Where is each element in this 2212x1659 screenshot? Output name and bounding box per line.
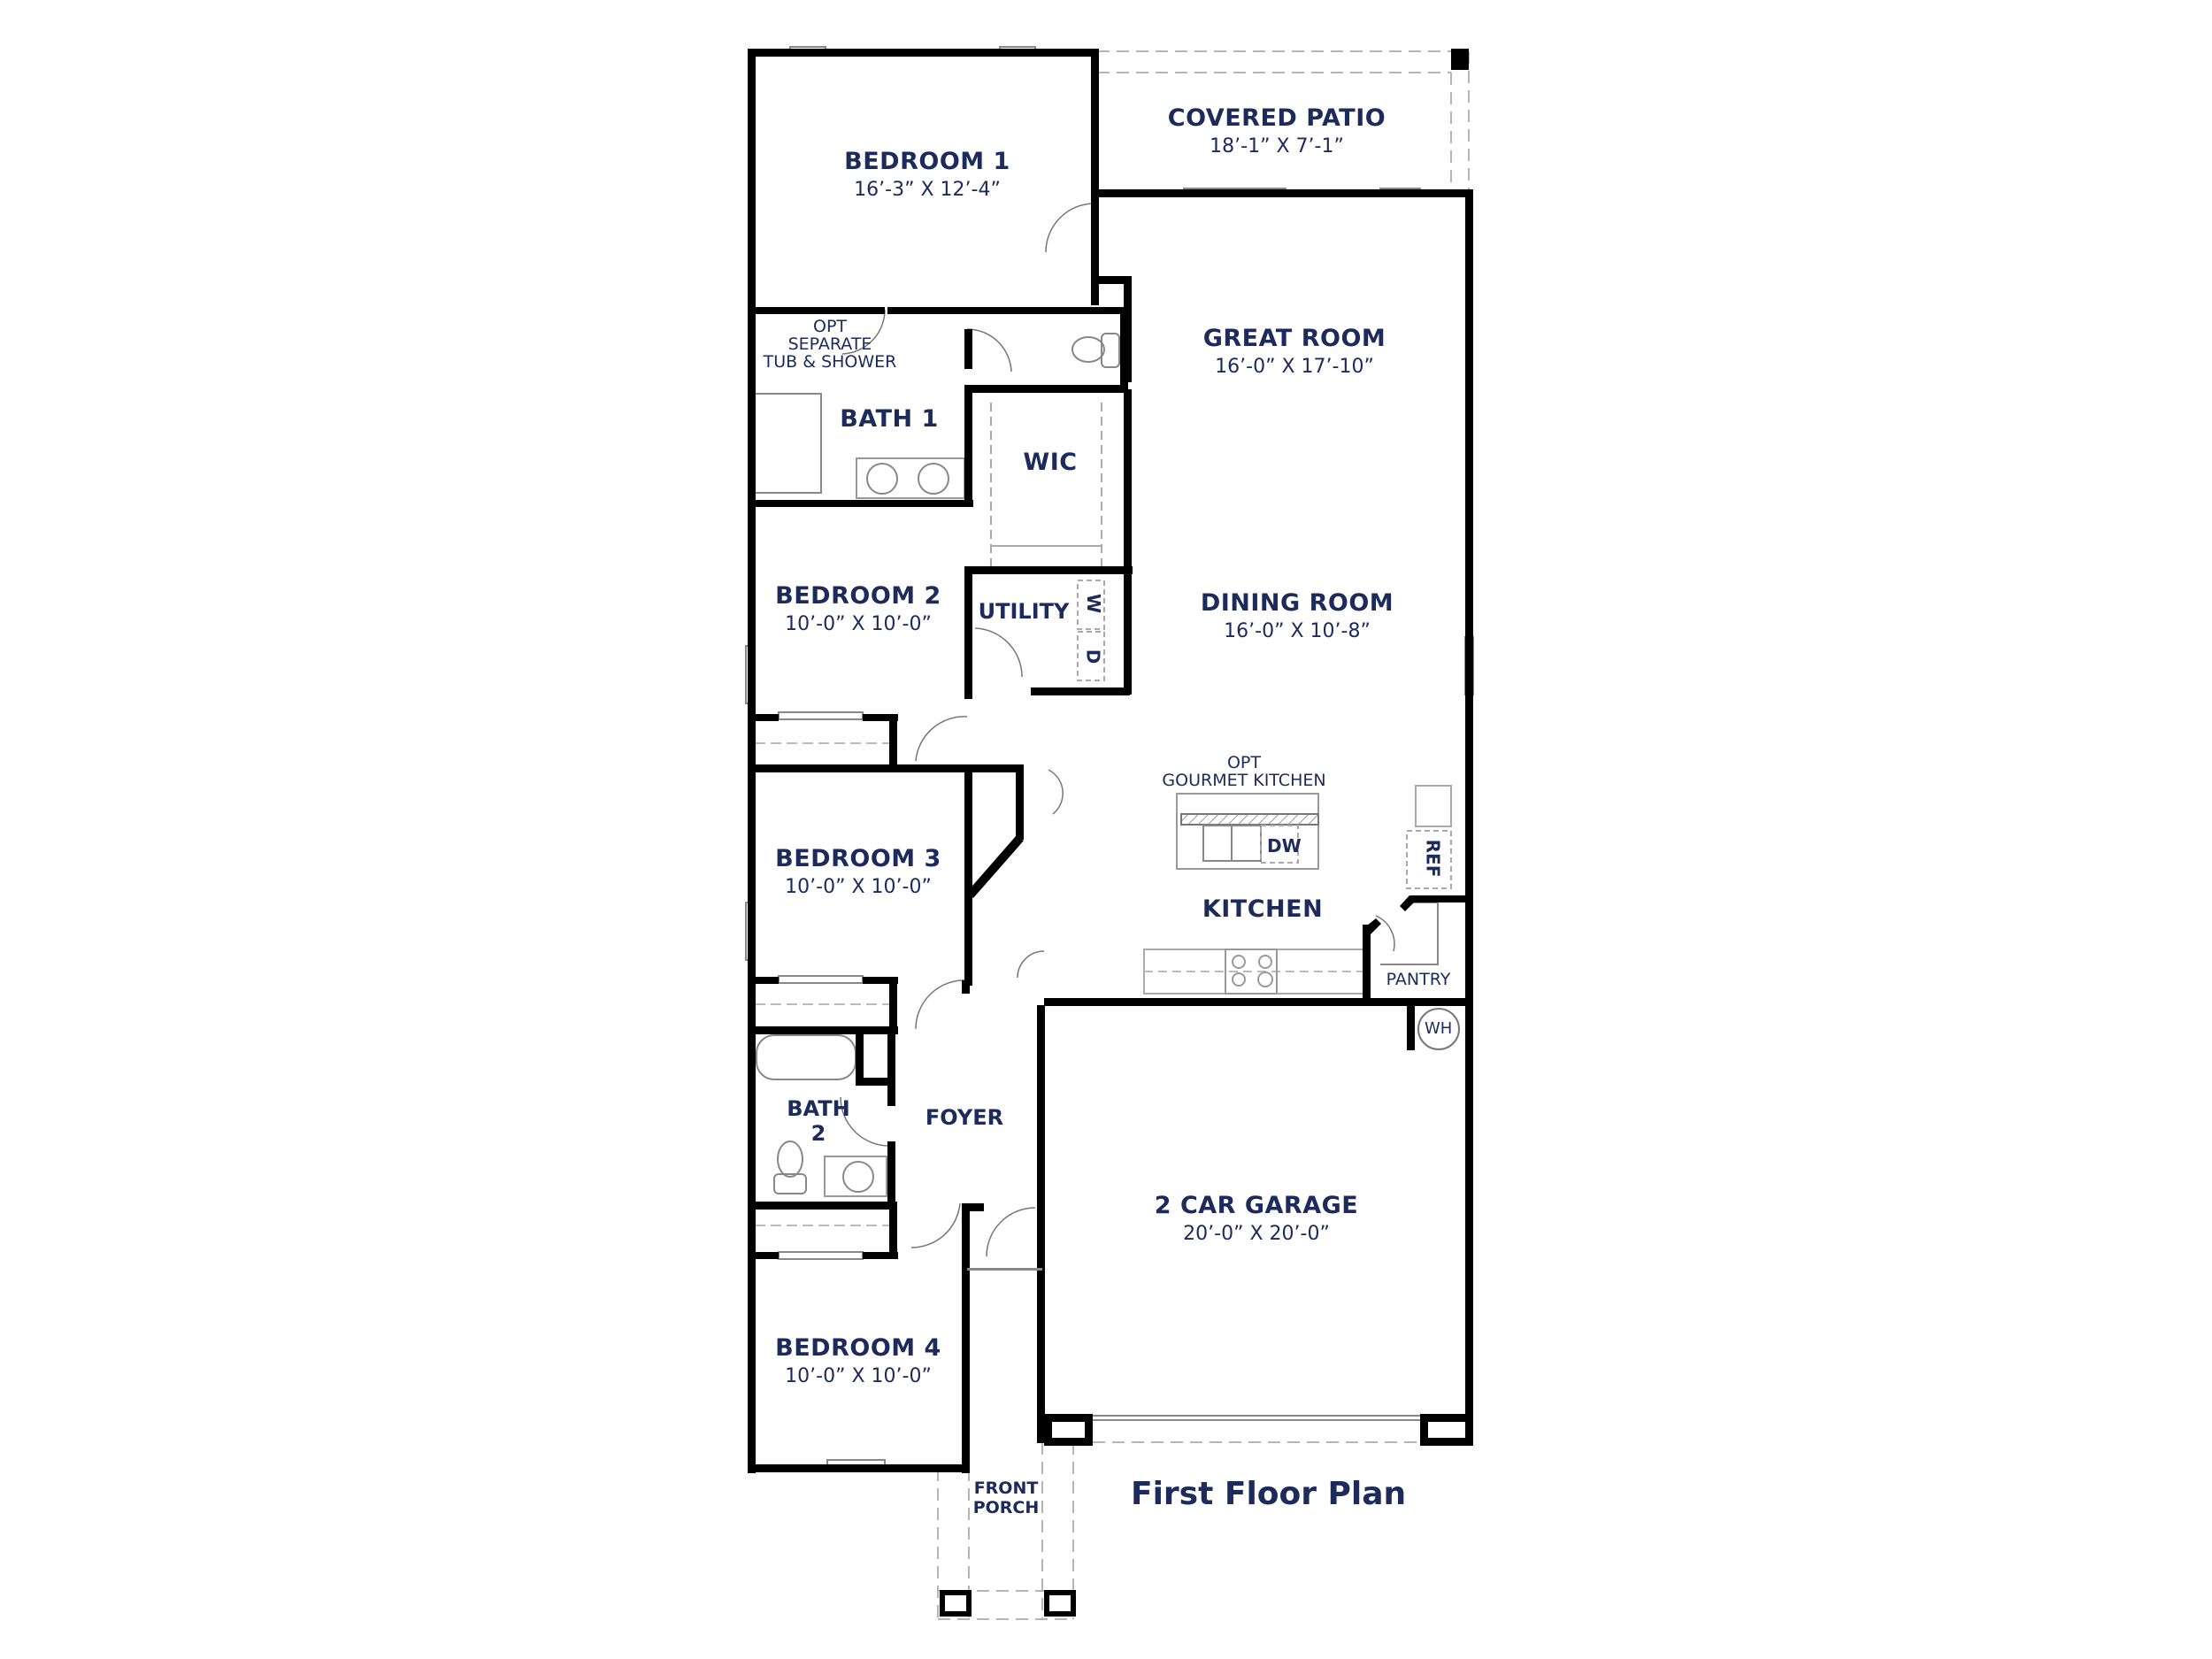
room-dimensions: 10’-0” X 10’-0” bbox=[785, 1365, 932, 1388]
room-label-bath-2: BATH 2 bbox=[787, 1096, 850, 1146]
garage-door bbox=[1090, 1415, 1422, 1421]
room-name: COVERED PATIO bbox=[1167, 104, 1386, 132]
room-name: BATH 1 bbox=[840, 405, 939, 433]
room-label-bedroom-3: BEDROOM 3 10’-0” X 10’-0” bbox=[775, 845, 941, 898]
room-name: PANTRY bbox=[1386, 970, 1451, 989]
room-label-pantry: PANTRY bbox=[1386, 970, 1451, 990]
bathtub bbox=[756, 1034, 856, 1080]
room-label-kitchen: KITCHEN bbox=[1202, 895, 1323, 923]
room-label-bedroom-2: BEDROOM 2 10’-0” X 10’-0” bbox=[775, 582, 941, 635]
bath-1-option-note: OPT SEPARATE TUB & SHOWER bbox=[763, 317, 897, 372]
room-dimensions: 10’-0” X 10’-0” bbox=[785, 876, 932, 899]
dishwasher-label: DW bbox=[1267, 835, 1302, 856]
shower bbox=[754, 393, 822, 494]
room-name: PORCH bbox=[972, 1497, 1040, 1517]
vanity-bath2 bbox=[824, 1156, 887, 1197]
covered-patio-outline bbox=[1097, 50, 1470, 193]
room-label-great-room: GREAT ROOM 16’-0” X 17’-10” bbox=[1203, 325, 1386, 378]
room-label-bedroom-4: BEDROOM 4 10’-0” X 10’-0” bbox=[775, 1334, 941, 1387]
room-label-foyer: FOYER bbox=[925, 1105, 1004, 1131]
room-name: FRONT bbox=[973, 1479, 1039, 1498]
room-name: BEDROOM 2 bbox=[775, 582, 941, 610]
room-dimensions: 10’-0” X 10’-0” bbox=[785, 613, 932, 636]
room-label-covered-patio: COVERED PATIO 18’-1” X 7’-1” bbox=[1168, 104, 1386, 157]
walls bbox=[748, 49, 1473, 1617]
toilet-bath2 bbox=[777, 1141, 803, 1178]
dryer-text: D bbox=[1082, 649, 1104, 664]
refrigerator-label: REF bbox=[1414, 840, 1452, 878]
room-name: BEDROOM 1 bbox=[844, 148, 1010, 175]
room-name: 2 CAR GARAGE bbox=[1154, 1192, 1359, 1219]
front-porch-outline bbox=[937, 1441, 1469, 1620]
refrigerator-text: REF bbox=[1422, 839, 1444, 878]
room-name: 2 bbox=[810, 1120, 826, 1146]
room-name: DINING ROOM bbox=[1200, 589, 1394, 617]
room-name: WIC bbox=[1023, 449, 1078, 476]
room-dimensions: 20’-0” X 20’-0” bbox=[1183, 1223, 1330, 1246]
note-line: OPT bbox=[1226, 753, 1262, 772]
washer-label: W bbox=[1083, 593, 1105, 614]
range bbox=[1225, 949, 1278, 995]
room-name: BATH bbox=[787, 1096, 850, 1121]
room-label-bedroom-1: BEDROOM 1 16’-3” X 12’-4” bbox=[844, 148, 1010, 201]
room-label-wic: WIC bbox=[1023, 449, 1077, 476]
room-name: UTILITY bbox=[978, 599, 1070, 624]
room-name: GREAT ROOM bbox=[1202, 325, 1386, 352]
room-dimensions: 18’-1” X 7’-1” bbox=[1210, 135, 1344, 158]
room-label-front-porch: FRONT PORCH bbox=[973, 1479, 1040, 1518]
room-label-garage: 2 CAR GARAGE 20’-0” X 20’-0” bbox=[1155, 1192, 1358, 1245]
room-dimensions: 16’-0” X 10’-8” bbox=[1224, 620, 1371, 643]
room-label-dining-room: DINING ROOM 16’-0” X 10’-8” bbox=[1201, 589, 1394, 642]
water-heater-label: WH bbox=[1425, 1019, 1453, 1038]
plan-title: First Floor Plan bbox=[1131, 1476, 1407, 1512]
dryer-label: D bbox=[1082, 646, 1103, 667]
room-dimensions: 16’-0” X 17’-10” bbox=[1215, 356, 1374, 379]
room-label-utility: UTILITY bbox=[978, 599, 1070, 625]
kitchen-option-note: OPT GOURMET KITCHEN bbox=[1162, 753, 1326, 790]
room-name: BEDROOM 4 bbox=[775, 1334, 941, 1362]
toilet-bath1 bbox=[1071, 336, 1105, 363]
washer-text: W bbox=[1083, 593, 1105, 614]
note-line: SEPARATE bbox=[787, 334, 872, 354]
kitchen-island bbox=[1176, 793, 1319, 870]
note-line: GOURMET KITCHEN bbox=[1162, 770, 1326, 790]
room-name: FOYER bbox=[925, 1105, 1004, 1130]
room-label-bath-1: BATH 1 bbox=[840, 405, 939, 433]
note-line: TUB & SHOWER bbox=[763, 351, 897, 372]
room-name: KITCHEN bbox=[1202, 895, 1324, 923]
room-dimensions: 16’-3” X 12’-4” bbox=[854, 179, 1001, 202]
note-line: OPT bbox=[812, 317, 848, 336]
room-name: BEDROOM 3 bbox=[775, 845, 941, 872]
water-heater bbox=[1417, 1008, 1460, 1050]
